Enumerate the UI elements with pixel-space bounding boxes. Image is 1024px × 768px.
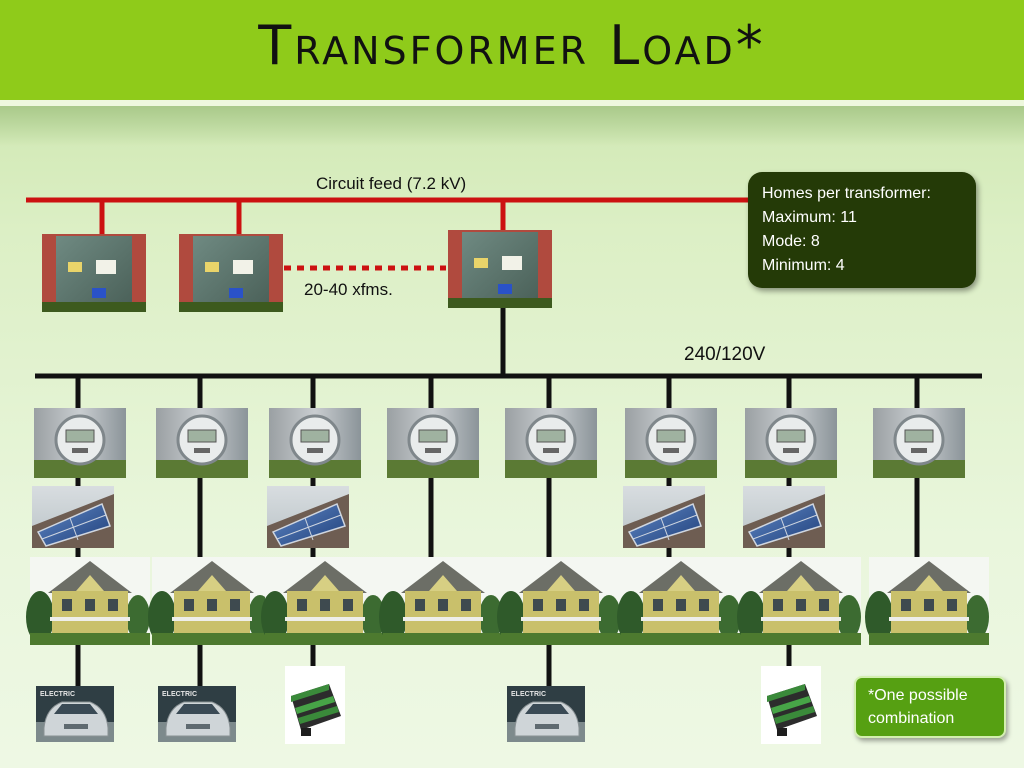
- voltage-label: 240/120V: [684, 344, 766, 365]
- transformer-1: [42, 234, 146, 312]
- info-heading: Homes per transformer:: [762, 185, 931, 202]
- meter-6: [625, 408, 717, 478]
- info-maximum: Maximum: 11: [762, 209, 857, 226]
- electric-vehicle-5: ELECTRIC: [507, 686, 585, 742]
- title-bar: [0, 0, 1024, 100]
- homes-per-transformer-box: Homes per transformer: Maximum: 11 Mode:…: [748, 172, 976, 288]
- meter-1: [34, 408, 126, 478]
- solar-panel-3: [267, 486, 349, 548]
- house-6: [617, 557, 741, 645]
- solar-panel-6: [623, 486, 705, 548]
- ev-badge-text: ELECTRIC: [511, 691, 546, 698]
- ev-badge-text: ELECTRIC: [162, 691, 197, 698]
- info-minimum: Minimum: 4: [762, 257, 845, 274]
- meter-7: [745, 408, 837, 478]
- house-5: [497, 557, 621, 645]
- house-3: [261, 557, 385, 645]
- title-shadow: [0, 106, 1024, 146]
- meter-3: [269, 408, 361, 478]
- house-8: [865, 557, 989, 645]
- house-2: [148, 557, 272, 645]
- page-title: Transformer Load*: [258, 14, 766, 77]
- transformer-count-label: 20-40 xfms.: [304, 280, 393, 299]
- home-columns: ELECTRIC ELECTRIC ELECTRIC: [26, 376, 989, 744]
- house-1: [26, 557, 150, 645]
- title-divider: [0, 100, 1024, 106]
- meter-5: [505, 408, 597, 478]
- info-mode: Mode: 8: [762, 233, 820, 250]
- transformer-2: [179, 234, 283, 312]
- footnote-box: *One possible combination: [854, 676, 1006, 738]
- meter-4: [387, 408, 479, 478]
- ev-badge-text: ELECTRIC: [40, 691, 75, 698]
- meter-2: [156, 408, 248, 478]
- solar-panel-7: [743, 486, 825, 548]
- house-7: [737, 557, 861, 645]
- circuit-feed-label: Circuit feed (7.2 kV): [316, 174, 467, 193]
- transformer-3: [448, 230, 552, 308]
- meter-8: [873, 408, 965, 478]
- electric-vehicle-1: ELECTRIC: [36, 686, 114, 742]
- electric-vehicle-2: ELECTRIC: [158, 686, 236, 742]
- house-4: [379, 557, 503, 645]
- battery-pack-7: [761, 666, 821, 744]
- solar-panel-1: [32, 486, 114, 548]
- battery-pack-3: [285, 666, 345, 744]
